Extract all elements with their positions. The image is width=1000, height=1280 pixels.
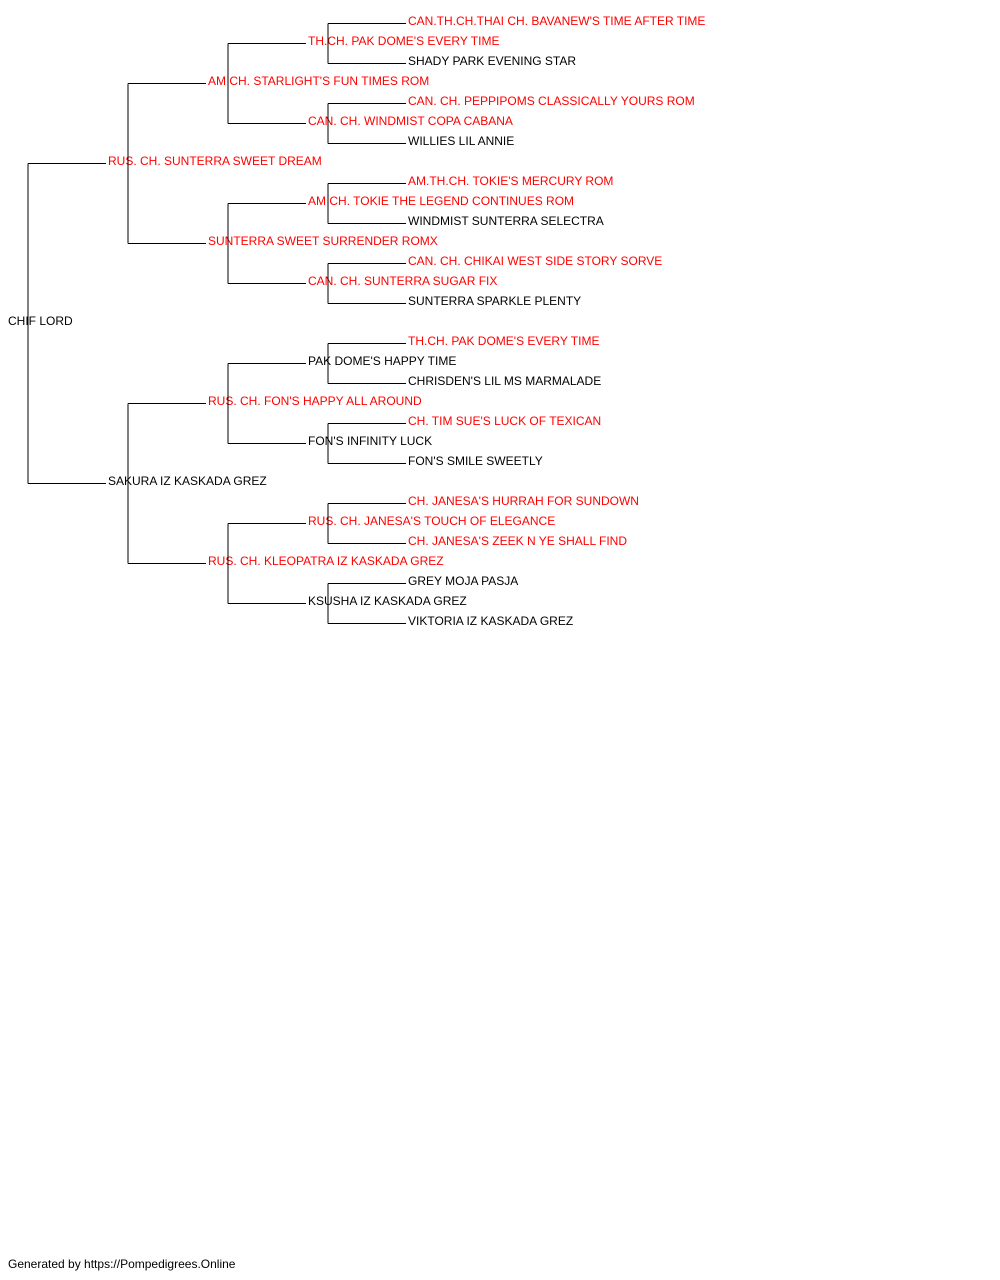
pedigree-name: KSUSHA IZ KASKADA GREZ bbox=[308, 594, 467, 608]
pedigree-name: SUNTERRA SWEET SURRENDER ROMX bbox=[208, 234, 438, 248]
pedigree-name: CHRISDEN'S LIL MS MARMALADE bbox=[408, 374, 601, 388]
pedigree-name: VIKTORIA IZ KASKADA GREZ bbox=[408, 614, 573, 628]
pedigree-name: TH.CH. PAK DOME'S EVERY TIME bbox=[308, 34, 499, 48]
pedigree-name: RUS. CH. JANESA'S TOUCH OF ELEGANCE bbox=[308, 514, 555, 528]
pedigree-name: CAN.TH.CH.THAI CH. BAVANEW'S TIME AFTER … bbox=[408, 14, 705, 28]
pedigree-name: SHADY PARK EVENING STAR bbox=[408, 54, 576, 68]
pedigree-name: SUNTERRA SPARKLE PLENTY bbox=[408, 294, 581, 308]
pedigree-name: WINDMIST SUNTERRA SELECTRA bbox=[408, 214, 604, 228]
pedigree-name: CH. JANESA'S HURRAH FOR SUNDOWN bbox=[408, 494, 639, 508]
pedigree-name: RUS. CH. KLEOPATRA IZ KASKADA GREZ bbox=[208, 554, 444, 568]
pedigree-name: CH. TIM SUE'S LUCK OF TEXICAN bbox=[408, 414, 601, 428]
pedigree-name: FON'S SMILE SWEETLY bbox=[408, 454, 543, 468]
pedigree-name: FON'S INFINITY LUCK bbox=[308, 434, 432, 448]
pedigree-name: AM CH. TOKIE THE LEGEND CONTINUES ROM bbox=[308, 194, 574, 208]
pedigree-name: CH. JANESA'S ZEEK N YE SHALL FIND bbox=[408, 534, 627, 548]
pedigree-name: AM.TH.CH. TOKIE'S MERCURY ROM bbox=[408, 174, 613, 188]
pedigree-name: AM CH. STARLIGHT'S FUN TIMES ROM bbox=[208, 74, 429, 88]
pedigree-name: CHIF LORD bbox=[8, 314, 73, 328]
pedigree-name: RUS. CH. FON'S HAPPY ALL AROUND bbox=[208, 394, 422, 408]
pedigree-name: PAK DOME'S HAPPY TIME bbox=[308, 354, 456, 368]
pedigree-tree: CHIF LORD RUS. CH. SUNTERRA SWEET DREAM AM… bbox=[8, 14, 705, 628]
pedigree-name: GREY MOJA PASJA bbox=[408, 574, 518, 588]
pedigree-name: CAN. CH. WINDMIST COPA CABANA bbox=[308, 114, 513, 128]
pedigree-name: SAKURA IZ KASKADA GREZ bbox=[108, 474, 267, 488]
pedigree-name: CAN. CH. PEPPIPOMS CLASSICALLY YOURS ROM bbox=[408, 94, 695, 108]
generated-by-footer: Generated by https://Pompedigrees.Online bbox=[8, 1257, 236, 1271]
pedigree-name: RUS. CH. SUNTERRA SWEET DREAM bbox=[108, 154, 322, 168]
pedigree-name: CAN. CH. SUNTERRA SUGAR FIX bbox=[308, 274, 497, 288]
pedigree-name: WILLIES LIL ANNIE bbox=[408, 134, 514, 148]
pedigree-name: TH.CH. PAK DOME'S EVERY TIME bbox=[408, 334, 599, 348]
pedigree-name: CAN. CH. CHIKAI WEST SIDE STORY SORVE bbox=[408, 254, 662, 268]
